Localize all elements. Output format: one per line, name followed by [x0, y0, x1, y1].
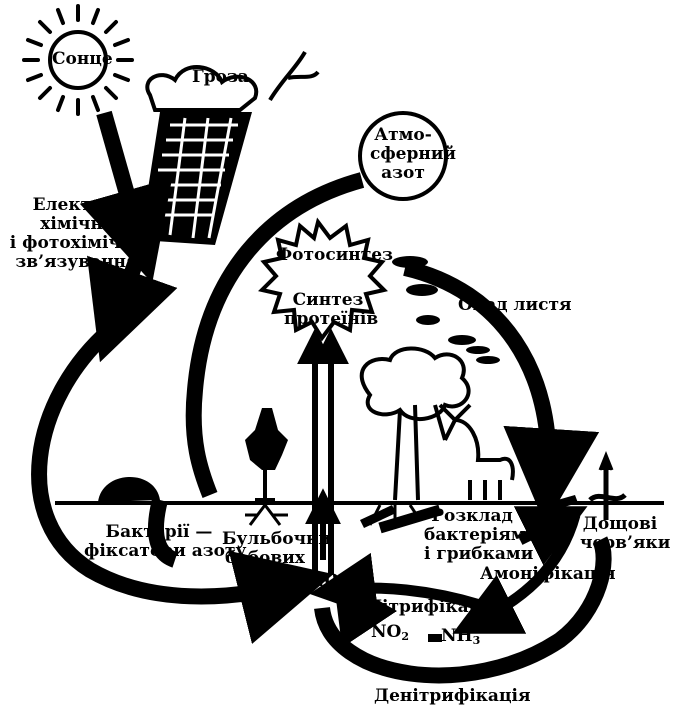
arrow-soil-to-decomposition: [378, 504, 442, 534]
denitrification-label: Денітрифікація: [374, 686, 531, 706]
nitrification-label: Нітрифікація: [366, 597, 501, 617]
protein-synthesis-label: Синтез протеїнів: [284, 290, 379, 329]
ammonia-label: NH3: [441, 626, 481, 647]
earthworm-icon: [588, 450, 627, 520]
arrow-sun-to-fixation: [79, 110, 173, 284]
bacteria-mound-icon: [98, 476, 160, 502]
arrow-nitrite: [332, 574, 397, 648]
arrow-decomposition: [513, 506, 588, 566]
electro-photochemical-binding-label: Електро- хімічне і фотохімічне зв’язуван…: [9, 195, 145, 272]
nitrite-subscript: 2: [401, 630, 410, 643]
arrow-left-loop-to-nitrate: [31, 323, 334, 644]
nitrite-label: NO2: [371, 622, 410, 643]
nitrate-formula: NO: [309, 571, 340, 591]
ammonia-bar: [428, 634, 442, 642]
arrow-leaf-fall: [403, 260, 600, 525]
leaf-fall-label: Опад листя: [458, 295, 572, 315]
tree-icon: [359, 346, 471, 501]
ammonia-subscript: 3: [472, 634, 481, 647]
nitrite-formula: NO: [371, 622, 402, 642]
decomposition-label: Розклад бактеріями і грибками: [424, 506, 539, 564]
photosynthesis-star: [258, 217, 388, 342]
sun-icon: [22, 4, 134, 116]
nitrogen-fixing-bacteria-label: Бактерії — фіксатори азоту: [84, 522, 247, 561]
thunderstorm-label: Гроза: [192, 67, 249, 87]
nitrate-subscript: 3: [339, 579, 348, 592]
decomposing-matter-icon: [360, 495, 578, 528]
photosynthesis-label: Фотосинтез: [276, 245, 393, 265]
ammonia-formula: NH: [441, 626, 473, 646]
arrow-left-small: [148, 498, 179, 568]
atmospheric-nitrogen-circle: [358, 111, 448, 201]
arrow-denitrification-loop: [314, 536, 612, 684]
earthworms-label: Дощові черв’яки: [580, 514, 671, 553]
shrub-icon: [245, 408, 288, 505]
atmospheric-nitrogen-label: Атмо- сферний азот: [370, 125, 457, 183]
falling-leaves-icon: [392, 256, 500, 364]
sun-label: Сонце: [52, 49, 113, 69]
nitrate-label: NO3: [309, 571, 348, 592]
ammonification-label: Амоніфікація: [480, 564, 616, 584]
legume-nodules-label: Бульбочки бобових: [222, 529, 331, 568]
deer-icon: [438, 403, 515, 500]
arrow-atmosphere-to-soil: [185, 172, 365, 498]
arrow-fixation-down: [87, 247, 178, 363]
